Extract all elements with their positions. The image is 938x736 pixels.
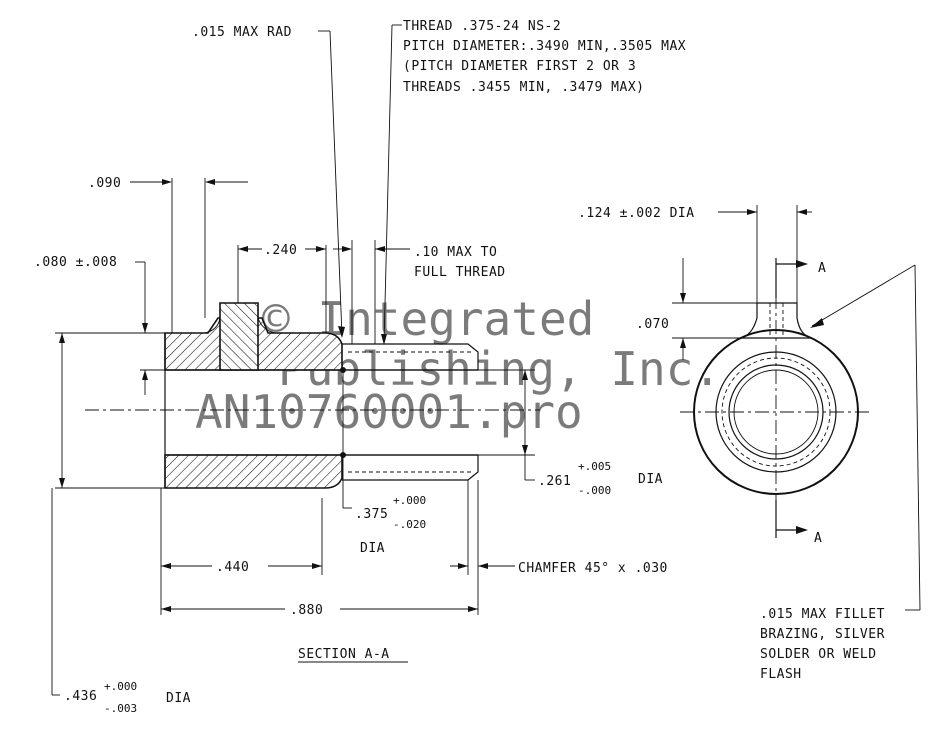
arrow-880-a	[161, 606, 171, 612]
fillet-lines	[204, 317, 276, 334]
dim-label-436-minus: -.003	[104, 702, 137, 715]
dim-label-240: .240	[264, 243, 297, 258]
note-fillet-3: SOLDER OR WELD	[760, 647, 877, 662]
arrow-261-b	[522, 445, 528, 455]
note-max-to-full-1: .10 MAX TO	[414, 245, 497, 260]
note-thread-2: PITCH DIAMETER:.3490 MIN,.3505 MAX	[403, 39, 686, 54]
dim-label-261-plus: +.005	[578, 460, 611, 473]
arrow-fillet	[810, 318, 824, 328]
dim-label-261-base: .261	[538, 474, 571, 489]
leader-rad	[329, 30, 343, 337]
arrow-261-a	[522, 370, 528, 380]
arrow-chamfer-b	[478, 563, 488, 569]
section-view	[85, 302, 540, 489]
arrow-440-a	[161, 563, 171, 569]
lower-wall-section	[164, 454, 343, 489]
dim-label-440: .440	[216, 560, 249, 575]
note-max-to-full-2: FULL THREAD	[414, 265, 506, 280]
note-max-rad: .015 MAX RAD	[192, 25, 292, 40]
arrow-chamfer-a	[458, 563, 468, 569]
arrow-thread	[381, 334, 387, 345]
dim-label-880: .880	[290, 603, 323, 618]
arrow-436-a	[59, 333, 65, 343]
dim-label-261-minus: -.000	[578, 484, 611, 497]
note-thread-4: THREADS .3455 MIN, .3479 MAX)	[403, 80, 644, 95]
arrow-080-a	[142, 323, 148, 333]
arrow-436-b	[59, 478, 65, 488]
watermark: © Integrated Publishing, Inc. AN10760001…	[195, 292, 721, 439]
note-chamfer: CHAMFER 45° x .030	[518, 561, 668, 576]
cut-arrowhead-top	[796, 260, 808, 268]
dim-label-436-plus: +.000	[104, 680, 137, 693]
dim-label-261-unit: DIA	[638, 472, 663, 487]
dim-label-375-minus: -.020	[393, 518, 426, 531]
dimension-lines-right	[672, 205, 921, 611]
arrow-090-a	[162, 179, 172, 185]
brazed-tube-boss	[219, 302, 259, 371]
note-fillet-2: BRAZING, SILVER	[760, 627, 885, 642]
watermark-line-2: Publishing, Inc.	[278, 342, 721, 396]
dim-label-124: .124 ±.002 DIA	[578, 206, 695, 221]
end-view: A A	[680, 258, 870, 546]
arrow-fullthread-a	[342, 246, 352, 252]
leader-thread	[383, 24, 393, 345]
note-thread-3: (PITCH DIAMETER FIRST 2 OR 3	[403, 59, 636, 74]
arrow-240-b	[316, 246, 326, 252]
arrow-fullthread-b	[375, 246, 385, 252]
annotations: .015 MAX RAD THREAD .375-24 NS-2 PITCH D…	[34, 19, 885, 715]
dim-label-375-base: .375	[355, 507, 388, 522]
leader-fillet	[811, 264, 916, 327]
arrow-440-b	[312, 563, 322, 569]
dim-label-375-unit: DIA	[360, 541, 385, 556]
arrow-880-b	[468, 606, 478, 612]
note-thread-1: THREAD .375-24 NS-2	[403, 19, 561, 34]
arrow-080-b	[142, 370, 148, 380]
section-letter-top: A	[818, 261, 826, 276]
arrow-rad	[338, 326, 345, 338]
section-title: SECTION A-A	[298, 647, 390, 662]
dim-label-436-unit: DIA	[166, 691, 191, 706]
dim-label-070: .070	[636, 317, 669, 332]
dim-label-090: .090	[88, 176, 121, 191]
arrow-240-a	[238, 246, 248, 252]
threaded-shank-lower	[342, 454, 479, 481]
boss-outline	[739, 302, 813, 339]
section-letter-bottom: A	[814, 531, 822, 546]
dim-label-375-plus: +.000	[393, 494, 426, 507]
leader-fillet-vert	[914, 264, 921, 611]
note-fillet-4: FLASH	[760, 667, 802, 682]
note-fillet-1: .015 MAX FILLET	[760, 607, 885, 622]
arrow-070-b	[680, 338, 686, 348]
arrow-124-a	[747, 209, 757, 215]
cut-arrowhead-bottom	[796, 526, 808, 534]
arrow-090-b	[205, 179, 215, 185]
arrow-070-a	[680, 293, 686, 303]
dim-label-436-base: .436	[64, 689, 97, 704]
dim-label-080: .080 ±.008	[34, 255, 117, 270]
dimension-lines-left	[51, 24, 535, 696]
watermark-line-3: AN10760001.pro	[195, 385, 583, 439]
